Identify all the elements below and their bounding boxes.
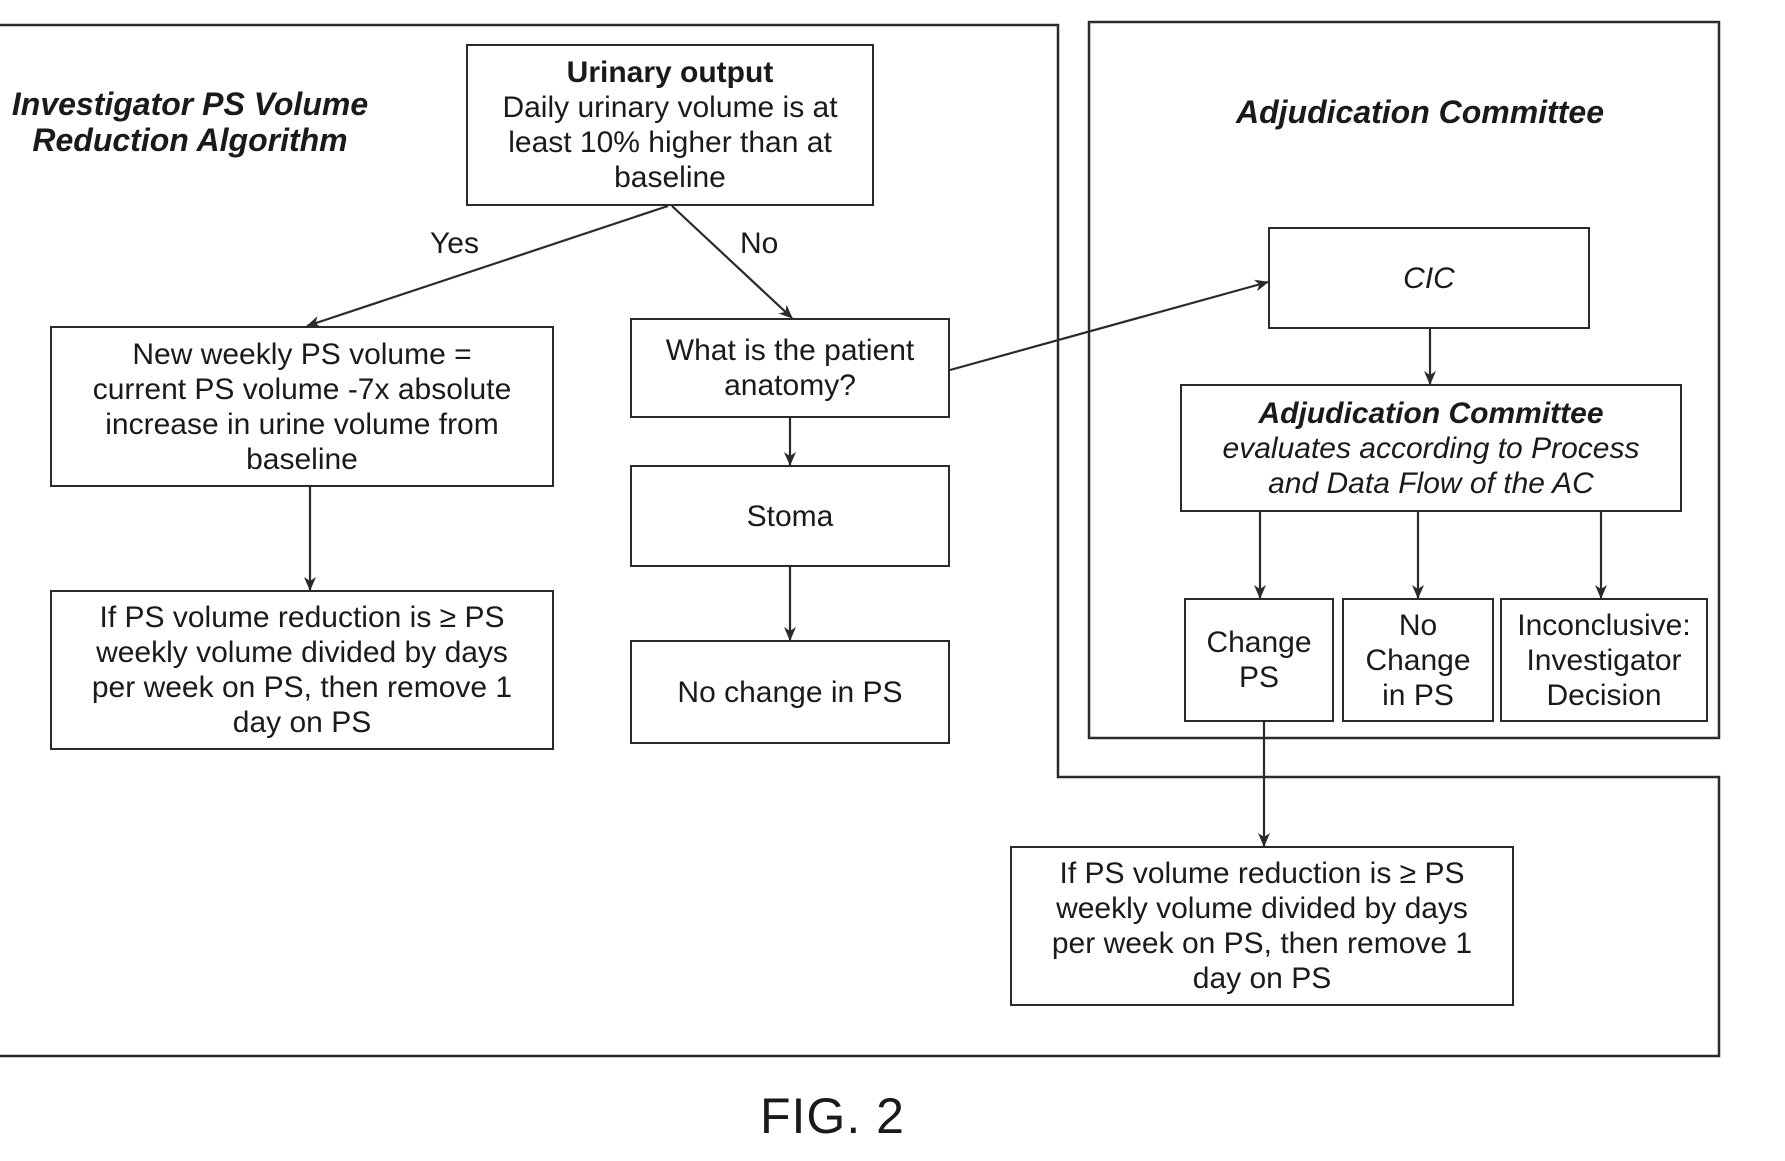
node-inconclusive: Inconclusive: Investigator Decision: [1500, 598, 1708, 722]
node-patient-anatomy: What is the patient anatomy?: [630, 318, 950, 418]
node-text-line: PS: [1239, 660, 1279, 695]
node-text-line: increase in urine volume from: [105, 407, 499, 442]
node-no-change-in-ps: No Change in PS: [1342, 598, 1494, 722]
edge-label-yes: Yes: [430, 226, 479, 261]
node-no-change-ps: No change in PS: [630, 640, 950, 744]
node-new-weekly-volume: New weekly PS volume = current PS volume…: [50, 326, 554, 487]
node-text-line: per week on PS, then remove 1: [92, 670, 512, 705]
node-text-line: No change in PS: [677, 675, 902, 710]
edge-no: [672, 206, 792, 318]
node-reduction-rule-left: If PS volume reduction is ≥ PS weekly vo…: [50, 590, 554, 750]
node-text-line: in PS: [1382, 678, 1454, 713]
node-text-line: baseline: [614, 160, 726, 195]
node-text-line: anatomy?: [724, 368, 856, 403]
node-text-line: baseline: [246, 442, 358, 477]
investigator-title-line: Investigator PS Volume: [4, 86, 376, 122]
node-text-line: New weekly PS volume =: [132, 337, 471, 372]
node-change-ps: Change PS: [1184, 598, 1334, 722]
node-text-line: CIC: [1403, 261, 1455, 296]
node-text-line: and Data Flow of the AC: [1268, 466, 1594, 501]
node-text-line: If PS volume reduction is ≥ PS: [1060, 856, 1465, 891]
node-text-line: least 10% higher than at: [508, 125, 832, 160]
node-reduction-rule-bottom: If PS volume reduction is ≥ PS weekly vo…: [1010, 846, 1514, 1006]
node-text-line: Investigator: [1526, 643, 1681, 678]
edge-label-no: No: [740, 226, 778, 261]
node-text-line: Inconclusive:: [1517, 608, 1690, 643]
node-text-line: Change: [1365, 643, 1470, 678]
node-text-line: weekly volume divided by days: [96, 635, 508, 670]
node-text-line: No: [1399, 608, 1437, 643]
node-text-line: day on PS: [233, 705, 371, 740]
investigator-title-line: Reduction Algorithm: [4, 122, 376, 158]
node-text-line: current PS volume -7x absolute: [93, 372, 512, 407]
node-adjudication-committee: Adjudication Committee evaluates accordi…: [1180, 384, 1682, 512]
node-text-line: day on PS: [1193, 961, 1331, 996]
node-urinary-output: Urinary output Daily urinary volume is a…: [466, 44, 874, 206]
node-text-line: Daily urinary volume is at: [502, 90, 837, 125]
node-cic: CIC: [1268, 227, 1590, 329]
node-text-line: Change: [1206, 625, 1311, 660]
node-title: Urinary output: [567, 55, 774, 90]
node-text-line: evaluates according to Process: [1223, 431, 1640, 466]
edge-anatomy-to-cic: [950, 282, 1268, 370]
node-text-line: per week on PS, then remove 1: [1052, 926, 1472, 961]
committee-panel-title: Adjudication Committee: [1200, 94, 1640, 130]
edge-yes: [307, 206, 668, 326]
node-text-line: weekly volume divided by days: [1056, 891, 1468, 926]
investigator-panel-title: Investigator PS Volume Reduction Algorit…: [4, 86, 376, 158]
node-stoma: Stoma: [630, 465, 950, 567]
node-text-line: What is the patient: [666, 333, 914, 368]
figure-label: FIG. 2: [760, 1088, 905, 1144]
node-text-line: If PS volume reduction is ≥ PS: [100, 600, 505, 635]
node-text-line: Stoma: [747, 499, 834, 534]
node-text-line: Decision: [1546, 678, 1661, 713]
node-title: Adjudication Committee: [1258, 396, 1603, 431]
